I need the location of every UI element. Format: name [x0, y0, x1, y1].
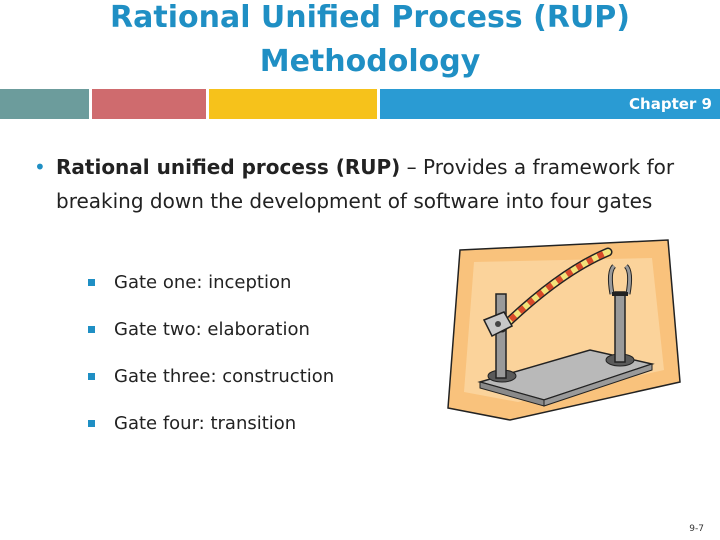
main-bullet: • Rational unified process (RUP) – Provi…	[34, 150, 706, 218]
list-item: Gate three: construction	[88, 362, 334, 409]
main-bullet-text: – Provides a framework for breaking down…	[56, 155, 675, 213]
bullet-icon: •	[34, 155, 46, 179]
header-band-teal	[0, 89, 89, 119]
gate-label: Gate four: transition	[114, 413, 297, 434]
slide-title: Rational Unified Process (RUP) Methodolo…	[110, 0, 630, 79]
header-band-red	[92, 89, 206, 119]
header-band-blue	[380, 89, 720, 119]
page-number: 9-7	[689, 524, 704, 534]
list-item: Gate one: inception	[88, 268, 334, 315]
main-bullet-term: Rational unified process (RUP)	[56, 155, 401, 179]
gate-label: Gate one: inception	[114, 272, 292, 293]
square-bullet-icon	[88, 373, 95, 380]
header-band-gold	[209, 89, 377, 119]
list-item: Gate four: transition	[88, 409, 334, 456]
square-bullet-icon	[88, 420, 95, 427]
gate-list: Gate one: inception Gate two: elaboratio…	[88, 268, 334, 456]
square-bullet-icon	[88, 326, 95, 333]
list-item: Gate two: elaboration	[88, 315, 334, 362]
gate-label: Gate three: construction	[114, 366, 335, 387]
gate-barrier-clipart	[447, 239, 681, 421]
square-bullet-icon	[88, 279, 95, 286]
gate-label: Gate two: elaboration	[114, 319, 310, 340]
chapter-label: Chapter 9	[629, 95, 712, 113]
